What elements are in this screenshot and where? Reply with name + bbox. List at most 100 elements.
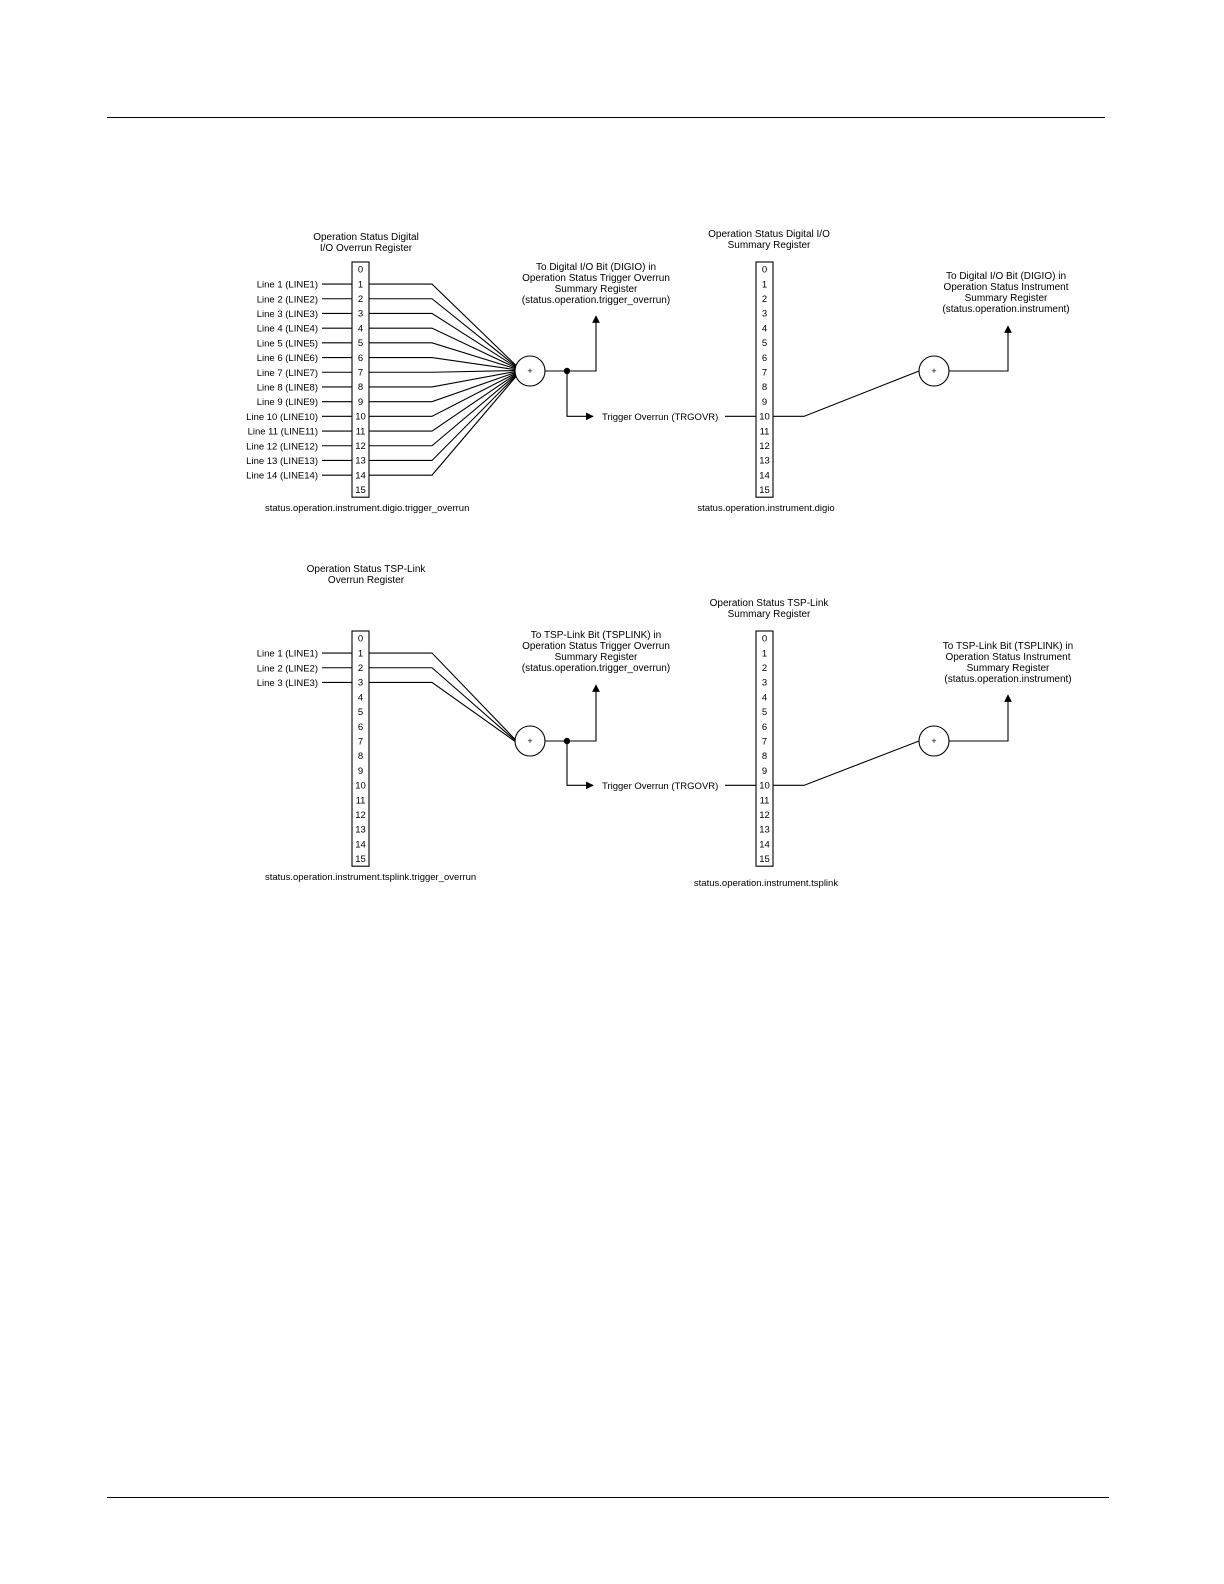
destination-text-2: To TSP-Link Bit (TSPLINK) in — [943, 641, 1073, 652]
destination-text-2: Operation Status Instrument — [945, 652, 1070, 663]
fan-line — [369, 370, 516, 373]
overrun-register-name: status.operation.instrument.digio.trigge… — [265, 503, 469, 514]
bit-label: 12 — [355, 810, 366, 821]
bit-label: 13 — [759, 456, 770, 467]
input-line-label: Line 1 (LINE1) — [257, 280, 318, 291]
bit-label: 15 — [759, 485, 770, 496]
bit-label: 1 — [358, 648, 363, 659]
bit-label: 3 — [358, 678, 363, 689]
or-symbol: + — [931, 736, 936, 746]
destination-text: Operation Status Trigger Overrun — [522, 273, 670, 284]
summary-register-title: Summary Register — [728, 609, 811, 620]
bit-label: 0 — [762, 265, 767, 276]
overrun-register-title: Operation Status TSP-Link — [307, 564, 427, 575]
summary-register — [755, 261, 774, 498]
bit-label: 12 — [759, 441, 770, 452]
bit-label: 14 — [759, 839, 770, 850]
input-line-label: Line 8 (LINE8) — [257, 382, 318, 393]
fan-line — [369, 652, 517, 741]
bit-label: 0 — [358, 265, 363, 276]
bit-label: 2 — [358, 663, 363, 674]
overrun-register — [351, 630, 370, 867]
fan-line — [369, 667, 517, 742]
bit-label: 4 — [762, 323, 767, 334]
overrun-register — [351, 261, 370, 498]
fan-line — [369, 376, 517, 476]
bit-label: 13 — [759, 825, 770, 836]
destination-text: (status.operation.trigger_overrun) — [522, 663, 670, 674]
trigger-overrun-label: Trigger Overrun (TRGOVR) — [602, 412, 718, 423]
bit-label: 2 — [762, 663, 767, 674]
fan-line — [369, 375, 517, 462]
bit-label: 14 — [355, 470, 366, 481]
bit-label: 3 — [358, 309, 363, 320]
input-line-label: Line 3 (LINE3) — [257, 309, 318, 320]
bit-label: 10 — [355, 412, 366, 423]
bit-label: 11 — [356, 795, 366, 806]
bit-label: 6 — [358, 353, 363, 364]
input-line-label: Line 9 (LINE9) — [257, 397, 318, 408]
bit-label: 13 — [355, 456, 366, 467]
bit-label: 1 — [762, 279, 767, 290]
bit-label: 8 — [358, 382, 363, 393]
bit-label: 0 — [762, 634, 767, 645]
fan-line — [369, 371, 516, 403]
bit-label: 6 — [358, 722, 363, 733]
bit-label: 5 — [762, 707, 767, 718]
fan-line — [369, 373, 517, 432]
input-line-label: Line 5 (LINE5) — [257, 338, 318, 349]
fan-line — [369, 374, 517, 447]
bit-label: 9 — [358, 766, 363, 777]
destination-text: Summary Register — [555, 652, 638, 663]
bit-label: 10 — [355, 781, 366, 792]
bit-label: 8 — [762, 382, 767, 393]
bit-label: 10 — [759, 412, 770, 423]
fan-line — [369, 370, 516, 388]
bit-label: 15 — [355, 854, 366, 865]
summary-line — [773, 370, 920, 417]
summary-register-name: status.operation.instrument.tsplink — [694, 878, 838, 889]
bit-label: 5 — [358, 707, 363, 718]
input-line-label: Line 11 (LINE11) — [248, 427, 318, 438]
trigger-arrow — [566, 371, 594, 421]
input-line-label: Line 4 (LINE4) — [257, 324, 318, 335]
or-symbol: + — [527, 736, 532, 746]
bit-label: 9 — [358, 397, 363, 408]
bit-label: 2 — [762, 294, 767, 305]
fan-line — [369, 283, 517, 366]
bit-label: 15 — [759, 854, 770, 865]
input-line-label: Line 10 (LINE10) — [246, 412, 318, 423]
overrun-register-title: Operation Status Digital — [313, 232, 419, 243]
fan-line — [369, 342, 516, 370]
input-line-label: Line 2 (LINE2) — [257, 663, 318, 674]
overrun-register-name: status.operation.instrument.tsplink.trig… — [265, 872, 476, 883]
summary-register-title: Operation Status TSP-Link — [710, 598, 830, 609]
bit-label: 3 — [762, 678, 767, 689]
overrun-register-title: Overrun Register — [328, 575, 405, 586]
input-line-label: Line 12 (LINE12) — [246, 441, 318, 452]
bit-label: 14 — [759, 470, 770, 481]
bit-label: 1 — [358, 279, 363, 290]
fan-line — [369, 298, 517, 367]
input-line-label: Line 2 (LINE2) — [257, 294, 318, 305]
trigger-arrow — [566, 741, 594, 790]
up-arrow — [567, 315, 600, 372]
bit-label: 4 — [762, 692, 767, 703]
destination-text-2: (status.operation.instrument) — [942, 304, 1069, 315]
destination-text-2: Summary Register — [967, 663, 1050, 674]
bit-label: 11 — [356, 426, 366, 437]
bit-label: 9 — [762, 397, 767, 408]
bit-label: 3 — [762, 309, 767, 320]
input-line-label: Line 6 (LINE6) — [257, 353, 318, 364]
destination-text: (status.operation.trigger_overrun) — [522, 295, 670, 306]
bit-label: 11 — [760, 426, 770, 437]
destination-text: To TSP-Link Bit (TSPLINK) in — [531, 630, 661, 641]
bit-label: 6 — [762, 722, 767, 733]
up-arrow-2 — [949, 694, 1012, 742]
fan-line — [369, 356, 516, 371]
destination-text: Summary Register — [555, 284, 638, 295]
bit-label: 8 — [358, 751, 363, 762]
footer-rule — [107, 1497, 1109, 1498]
destination-text: Operation Status Trigger Overrun — [522, 641, 670, 652]
